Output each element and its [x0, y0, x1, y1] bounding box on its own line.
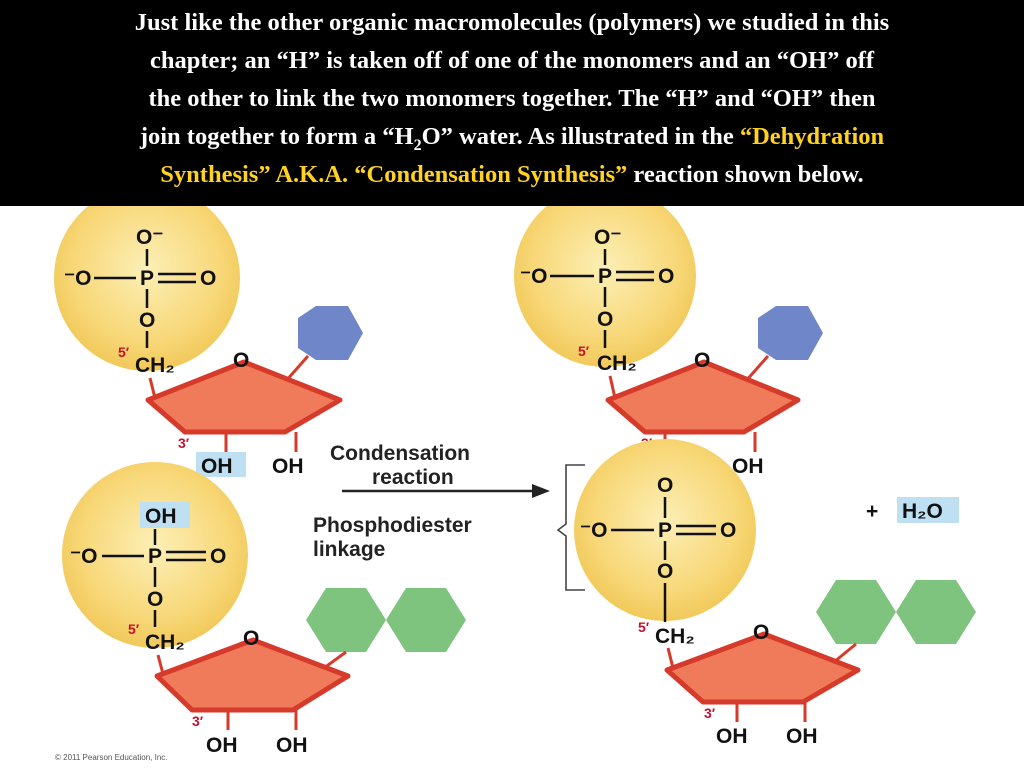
caption-line-5: Synthesis” A.K.A. “Condensation Synthesi… [14, 156, 1010, 194]
phosphate-ester-o: O [139, 309, 155, 332]
copyright-notice: © 2011 Pearson Education, Inc. [55, 753, 167, 762]
three-prime-label: 3′ [178, 435, 190, 451]
three-prime-label-bottom: 3′ [704, 705, 716, 721]
phosphodiester-label: Phosphodiester [313, 514, 472, 537]
sugar-pentagon [145, 359, 343, 435]
phosphate-minus-o: ⁻O [520, 265, 547, 288]
phosphate-double-o: O [200, 267, 216, 290]
oh-3prime: OH [201, 455, 233, 478]
phosphate-circle [62, 462, 248, 648]
caption-line-4-pre: join together to form a “H [139, 123, 414, 150]
green-base-ring-2 [896, 580, 976, 644]
caption-line-2: chapter; an “H” is taken off of one of t… [149, 47, 875, 74]
phosphate-p: P [140, 267, 154, 290]
ch2-group: CH₂ [135, 354, 175, 377]
left-bottom-nucleotide: OH ⁻O P O O 5′ CH₂ O 3′ OH OH [62, 462, 466, 757]
phosphate-ester-o: O [147, 588, 163, 611]
condensation-diagram: O⁻ ⁻O P O O 5′ CH₂ O 3′ OH OH OH ⁻O P O … [54, 206, 976, 762]
five-prime-label-bottom: 5′ [638, 619, 650, 635]
phosphate-circle [54, 206, 240, 371]
phosphate-o-minus: O⁻ [136, 226, 163, 249]
linkage-double-o: O [720, 519, 736, 542]
blue-base [298, 306, 363, 360]
condensation-label: Condensation [330, 442, 470, 465]
sugar-ring-o: O [233, 349, 249, 372]
green-base-ring-1 [816, 580, 896, 644]
caption-line-3: the other to link the two monomers toget… [148, 85, 876, 112]
phosphate-o-minus: O⁻ [594, 226, 621, 249]
water-box [897, 497, 959, 523]
caption-subscript: 2 [413, 136, 422, 154]
oh-3prime: OH [206, 734, 238, 757]
caption-line-4-mid: O” water. As illustrated in the [421, 123, 740, 150]
caption-line-4: join together to form a “H2O” water. As … [14, 118, 1010, 156]
oh-2prime: OH [732, 455, 764, 478]
oh-3prime-bottom: OH [716, 725, 748, 748]
phosphate-p: P [598, 265, 612, 288]
phosphate-p: P [148, 545, 162, 568]
caption-highlight-dehydration: “Dehydration [739, 123, 885, 150]
oh-box-3prime [196, 452, 246, 477]
phosphate-double-o: O [210, 545, 226, 568]
linkage-minus-o: ⁻O [580, 519, 607, 542]
ch2-group: CH₂ [597, 352, 637, 375]
green-base-ring-2 [386, 588, 466, 652]
linkage-bracket [556, 464, 585, 591]
oh-2prime-bottom: OH [786, 725, 818, 748]
linkage-label: linkage [313, 538, 385, 561]
phosphate-double-o: O [658, 265, 674, 288]
right-product: O⁻ ⁻O P O O 5′ CH₂ O 3′ OH O ⁻O P O O 5′ [514, 206, 976, 748]
five-prime-label: 5′ [128, 621, 140, 637]
phosphate-circle-top [514, 206, 696, 367]
phosphate-minus-o: ⁻O [70, 545, 97, 568]
phosphate-oh: OH [145, 505, 177, 528]
reaction-label: reaction [372, 466, 454, 489]
linkage-p: P [658, 519, 672, 542]
five-prime-label: 5′ [578, 343, 590, 359]
sugar-pentagon [154, 637, 351, 713]
green-base-ring-1 [306, 588, 386, 652]
sugar-pentagon-top [605, 359, 801, 435]
three-prime-label: 3′ [192, 713, 204, 729]
header-caption: Just like the other organic macromolecul… [0, 0, 1024, 206]
sugar-ring-o-bottom: O [753, 621, 769, 644]
caption-highlight-synthesis: Synthesis” A.K.A. “Condensation Synthesi… [160, 161, 628, 188]
reaction-arrowhead [532, 484, 550, 498]
sugar-ring-o: O [243, 627, 259, 650]
oh-box-phosphate [140, 502, 190, 528]
linkage-bottom-o: O [657, 560, 673, 583]
oh-2prime: OH [276, 734, 308, 757]
ch2-group-bottom: CH₂ [655, 625, 695, 648]
sugar-ring-o: O [694, 349, 710, 372]
phosphate-ester-o: O [597, 308, 613, 331]
linkage-top-o: O [657, 474, 673, 497]
ch2-group: CH₂ [145, 631, 185, 654]
oh-2prime: OH [272, 455, 304, 478]
blue-base [758, 306, 823, 360]
caption-line-1: Just like the other organic macromolecul… [134, 9, 890, 36]
left-top-nucleotide: O⁻ ⁻O P O O 5′ CH₂ O 3′ OH OH [54, 206, 363, 478]
phosphate-circle-linkage [574, 439, 756, 621]
five-prime-label: 5′ [118, 344, 130, 360]
plus-sign: + [866, 500, 878, 523]
water-label: H₂O [902, 500, 943, 523]
sugar-pentagon-bottom [664, 631, 861, 705]
caption-line-5-post: reaction shown below. [627, 161, 864, 188]
phosphate-minus-o: ⁻O [64, 267, 91, 290]
